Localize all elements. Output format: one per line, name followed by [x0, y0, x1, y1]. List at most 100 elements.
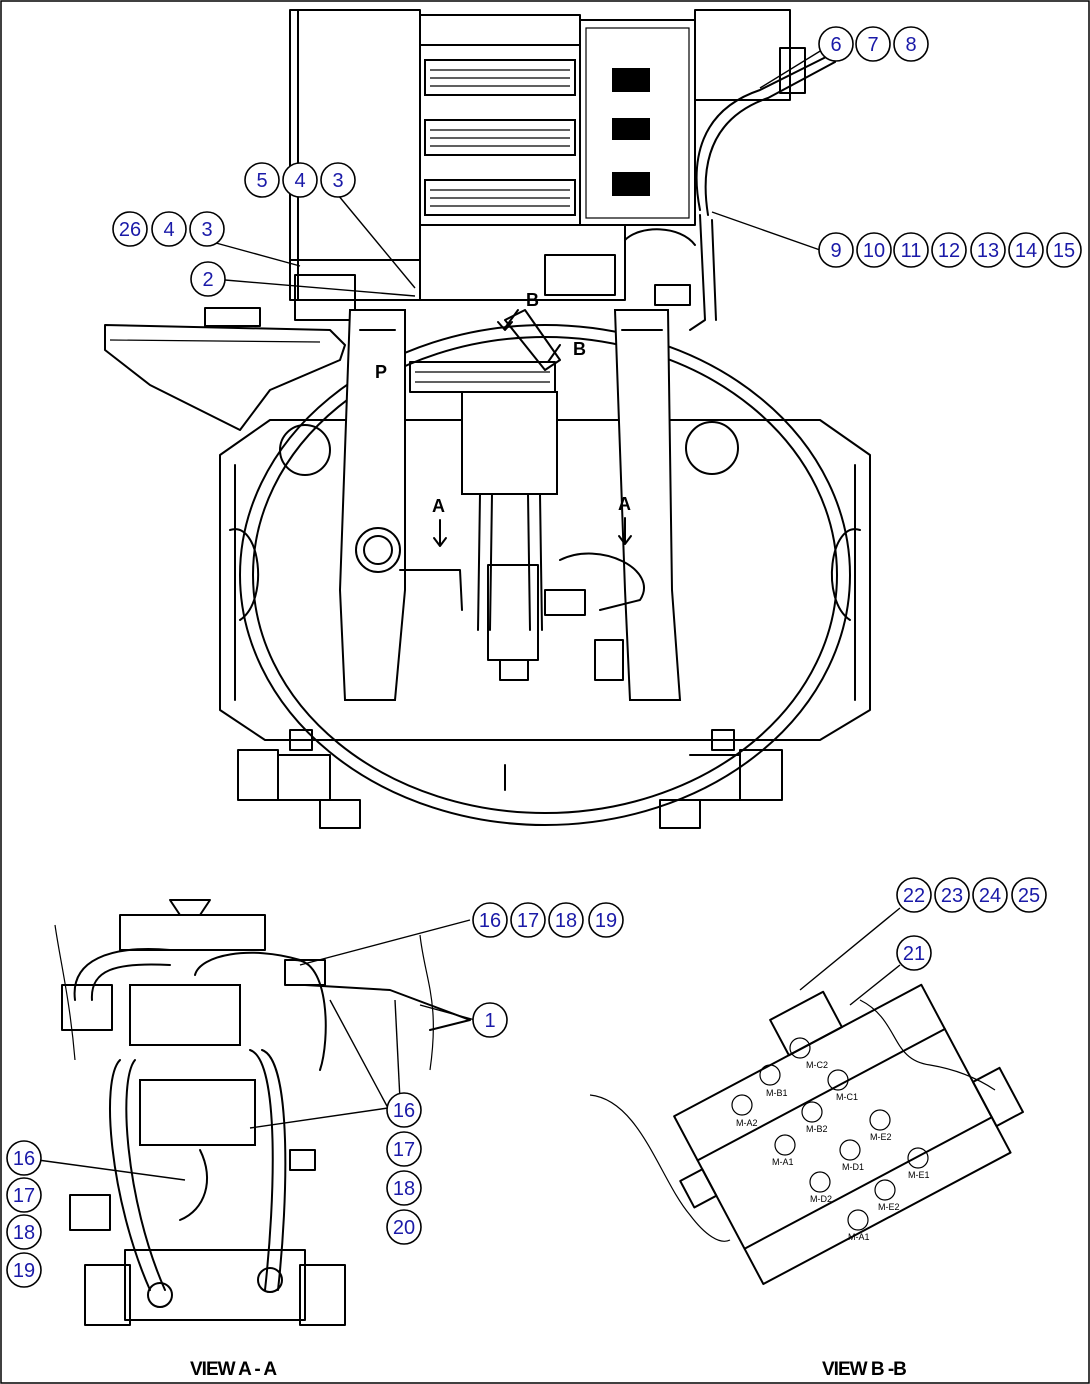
view-b-b: M-C2 M-B1 M-C1 M-A2 M-B2 M-E2 M-A1 M-D1 …	[589, 907, 1024, 1380]
relay-label-group: M-C2 M-B1 M-C1 M-A2 M-B2 M-E2 M-A1 M-D1 …	[736, 1060, 930, 1242]
callout-number: 18	[13, 1222, 35, 1244]
callout-c3b: 3	[189, 211, 225, 247]
callout-v24: 24	[972, 877, 1008, 913]
callout-circle	[6, 1214, 42, 1250]
callout-number: 16	[13, 1148, 35, 1170]
vent-lower	[612, 172, 650, 196]
callout-circle	[6, 1140, 42, 1176]
callout-number: 9	[830, 240, 841, 262]
callout-circle	[1046, 232, 1082, 268]
callout-circle	[972, 877, 1008, 913]
callout-circle	[548, 902, 584, 938]
callout-number: 1	[484, 1010, 495, 1032]
callout-v25: 25	[1011, 877, 1047, 913]
svg-text:M-E2: M-E2	[878, 1202, 900, 1212]
callout-number: 6	[830, 34, 841, 56]
svg-text:M-C2: M-C2	[806, 1060, 828, 1070]
callout-b20: 20	[386, 1209, 422, 1245]
left-cylinder	[279, 424, 331, 476]
arrow-a-right	[618, 517, 632, 545]
svg-text:M-A1: M-A1	[848, 1232, 870, 1242]
drum-ring	[239, 324, 851, 826]
right-end-cap	[739, 749, 783, 801]
callout-number: 7	[867, 34, 878, 56]
callout-c7: 7	[855, 26, 891, 62]
callout-circle	[856, 232, 892, 268]
svg-text:M-E2: M-E2	[870, 1132, 892, 1142]
callout-c4a: 4	[282, 162, 318, 198]
callout-c12: 12	[931, 232, 967, 268]
callout-v21: 21	[896, 935, 932, 971]
left-frame-arm	[104, 324, 346, 431]
callout-number: 13	[977, 240, 999, 262]
callout-c5: 5	[244, 162, 280, 198]
oblique-part	[504, 309, 561, 371]
callout-circle	[896, 877, 932, 913]
callout-circle	[6, 1252, 42, 1288]
callout-number: 14	[1015, 240, 1037, 262]
callout-number: 20	[393, 1217, 415, 1239]
callout-circle	[818, 26, 854, 62]
svg-text:M-A1: M-A1	[772, 1157, 794, 1167]
callout-b16: 16	[386, 1092, 422, 1128]
view-b-b-label: VIEW B -B	[822, 1359, 906, 1380]
callout-circle	[1008, 232, 1044, 268]
callout-circle	[1011, 877, 1047, 913]
right-cylinder	[685, 421, 739, 475]
vent-upper	[612, 68, 650, 92]
callout-a16: 16	[472, 902, 508, 938]
cabinet-right-door	[579, 19, 696, 226]
callout-circle	[112, 211, 148, 247]
relay-sockets	[731, 1037, 929, 1231]
callout-c4b: 4	[151, 211, 187, 247]
section-marker-a-left: A	[432, 496, 445, 516]
callout-number: 19	[13, 1260, 35, 1282]
callout-circle	[386, 1092, 422, 1128]
svg-text:M-B2: M-B2	[806, 1124, 828, 1134]
callout-c2: 2	[190, 261, 226, 297]
svg-text:M-E1: M-E1	[908, 1170, 930, 1180]
callout-number: 21	[903, 943, 925, 965]
callout-number: 16	[393, 1100, 415, 1122]
callout-circle	[386, 1131, 422, 1167]
svg-text:M-A2: M-A2	[736, 1118, 758, 1128]
section-marker-p: P	[375, 362, 387, 382]
callout-circle	[244, 162, 280, 198]
center-block	[461, 391, 558, 495]
vent-middle	[612, 118, 650, 140]
callout-number: 25	[1018, 885, 1040, 907]
main-assembly-view: B B A A P	[104, 9, 871, 829]
callout-l17: 17	[6, 1177, 42, 1213]
view-a-valve-upper	[129, 984, 241, 1046]
callout-circle	[386, 1170, 422, 1206]
cabinet-left-panel	[289, 9, 421, 301]
callout-a17: 17	[510, 902, 546, 938]
callout-number: 5	[256, 170, 267, 192]
callout-circle	[472, 902, 508, 938]
callout-number: 12	[938, 240, 960, 262]
callout-number: 17	[13, 1185, 35, 1207]
callout-b18: 18	[386, 1170, 422, 1206]
svg-text:M-B1: M-B1	[766, 1088, 788, 1098]
callout-number: 8	[905, 34, 916, 56]
callout-number: 23	[941, 885, 963, 907]
view-a-valve-lower	[139, 1079, 256, 1146]
callout-number: 26	[119, 219, 141, 241]
callout-c6: 6	[818, 26, 854, 62]
callout-number: 10	[863, 240, 885, 262]
callout-c3a: 3	[320, 162, 356, 198]
callout-a18: 18	[548, 902, 584, 938]
callout-circle	[6, 1177, 42, 1213]
callout-circle	[320, 162, 356, 198]
left-end-cap	[237, 749, 279, 801]
callout-c13: 13	[970, 232, 1006, 268]
callout-c15: 15	[1046, 232, 1082, 268]
callout-c10: 10	[856, 232, 892, 268]
section-marker-b-lower: B	[573, 339, 586, 359]
callout-circle	[934, 877, 970, 913]
callout-number: 22	[903, 885, 925, 907]
callout-number: 4	[294, 170, 305, 192]
